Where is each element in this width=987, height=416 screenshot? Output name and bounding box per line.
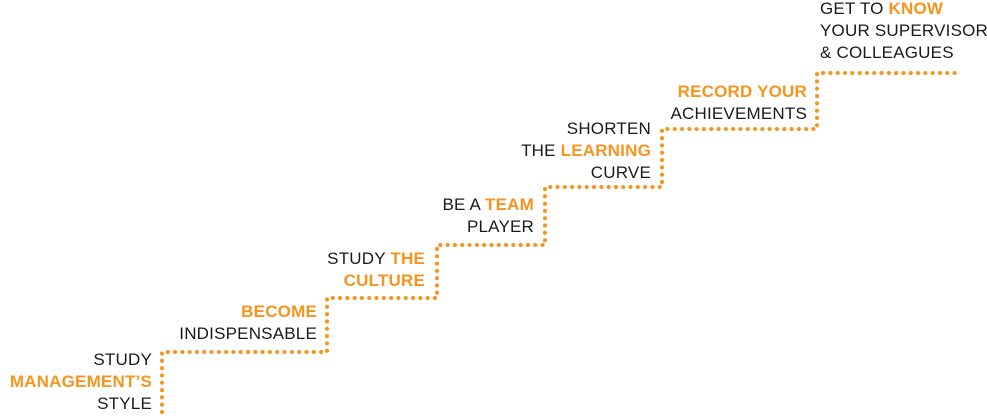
label-line: ACHIEVEMENTS <box>670 103 807 125</box>
highlight-text: RECORD YOUR <box>677 82 807 101</box>
highlight-text: LEARNING <box>560 141 651 160</box>
label-text: BE A <box>442 195 486 214</box>
label-line: BECOME <box>179 301 317 323</box>
label-line: PLAYER <box>442 216 534 238</box>
label-text: STYLE <box>97 394 152 413</box>
label-text: THE <box>521 141 561 160</box>
highlight-text: KNOW <box>888 0 944 18</box>
stair-line <box>160 71 959 414</box>
label-line: INDISPENSABLE <box>179 323 317 345</box>
label-line: CURVE <box>521 162 651 184</box>
label-text: PLAYER <box>466 217 534 236</box>
label-text: STUDY <box>327 249 391 268</box>
label-line: STUDY <box>10 349 152 371</box>
label-line: STYLE <box>10 393 152 415</box>
label-line: SHORTEN <box>521 118 651 140</box>
label-line: STUDY THE <box>327 248 425 270</box>
label-line: & COLLEAGUES <box>820 42 987 64</box>
label-line: GET TO KNOW <box>820 0 987 20</box>
label-line: MANAGEMENT’S <box>10 371 152 393</box>
step-label-study-management-style: STUDY MANAGEMENT’S STYLE <box>10 349 152 415</box>
label-text: CURVE <box>590 163 651 182</box>
highlight-text: TEAM <box>485 195 534 214</box>
label-text: STUDY <box>93 350 152 369</box>
step-label-record-your-achievements: RECORD YOUR ACHIEVEMENTS <box>670 81 807 125</box>
label-text: ACHIEVEMENTS <box>670 104 807 123</box>
label-text: INDISPENSABLE <box>179 324 317 343</box>
label-text: SHORTEN <box>566 119 651 138</box>
step-label-become-indispensable: BECOME INDISPENSABLE <box>179 301 317 345</box>
highlight-text: CULTURE <box>343 271 425 290</box>
label-text: & COLLEAGUES <box>820 43 954 62</box>
highlight-text: BECOME <box>241 302 317 321</box>
highlight-text: THE <box>390 249 425 268</box>
highlight-text: MANAGEMENT’S <box>9 372 152 391</box>
label-text: GET TO <box>820 0 889 18</box>
label-line: THE LEARNING <box>521 140 651 162</box>
label-line: YOUR SUPERVISOR <box>820 20 987 42</box>
label-line: BE A TEAM <box>442 194 534 216</box>
label-text: YOUR SUPERVISOR <box>820 21 987 40</box>
label-line: CULTURE <box>327 270 425 292</box>
label-line: RECORD YOUR <box>670 81 807 103</box>
